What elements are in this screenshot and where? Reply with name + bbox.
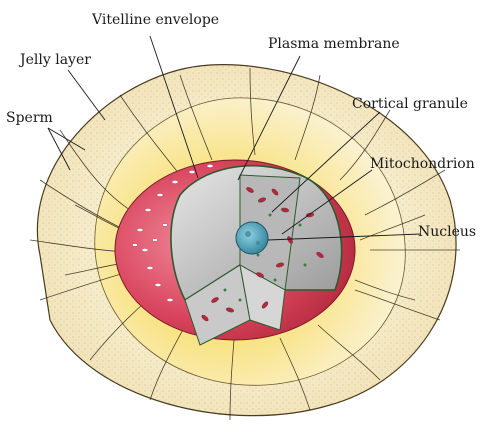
label-jelly-layer: Jelly layer	[20, 52, 91, 68]
label-nucleus: Nucleus	[418, 224, 476, 240]
label-mitochondrion: Mitochondrion	[370, 156, 475, 172]
label-sperm: Sperm	[6, 110, 53, 126]
label-plasma-membrane: Plasma membrane	[268, 36, 400, 52]
nucleus-shape	[236, 222, 268, 254]
leader-jelly	[68, 70, 105, 120]
label-cortical-granule: Cortical granule	[352, 96, 468, 112]
label-vitelline-envelope: Vitelline envelope	[92, 12, 219, 28]
